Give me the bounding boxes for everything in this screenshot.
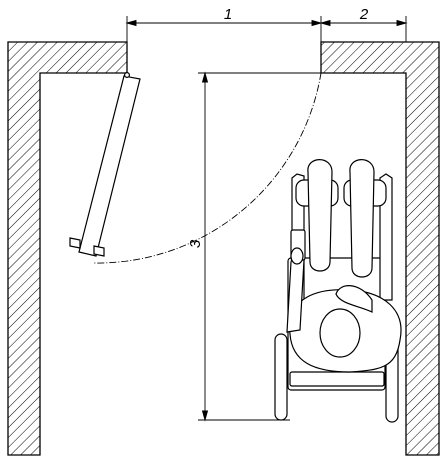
user-right-leg [349,159,375,278]
walls [7,41,440,456]
wheelchair-left-wheel [274,333,288,421]
door-swing-arc [93,72,322,264]
dimension-label-1: 1 [224,6,232,23]
user-right-arm [335,285,373,313]
top-dimensions [125,16,408,42]
dimension-label-2: 2 [359,6,369,23]
dimension-label-3: 3 [187,239,204,248]
user-head [319,308,361,358]
wheelchair-user [274,159,402,423]
wheelchair-right-frame [379,173,393,301]
door-leaf [69,71,141,257]
left-wall [7,41,128,456]
user-left-leg [307,159,333,272]
vertical-dimension [198,71,321,422]
wheelchair-backrest [289,371,385,387]
door-handle-icon [69,237,105,257]
user-left-hand [290,247,304,265]
